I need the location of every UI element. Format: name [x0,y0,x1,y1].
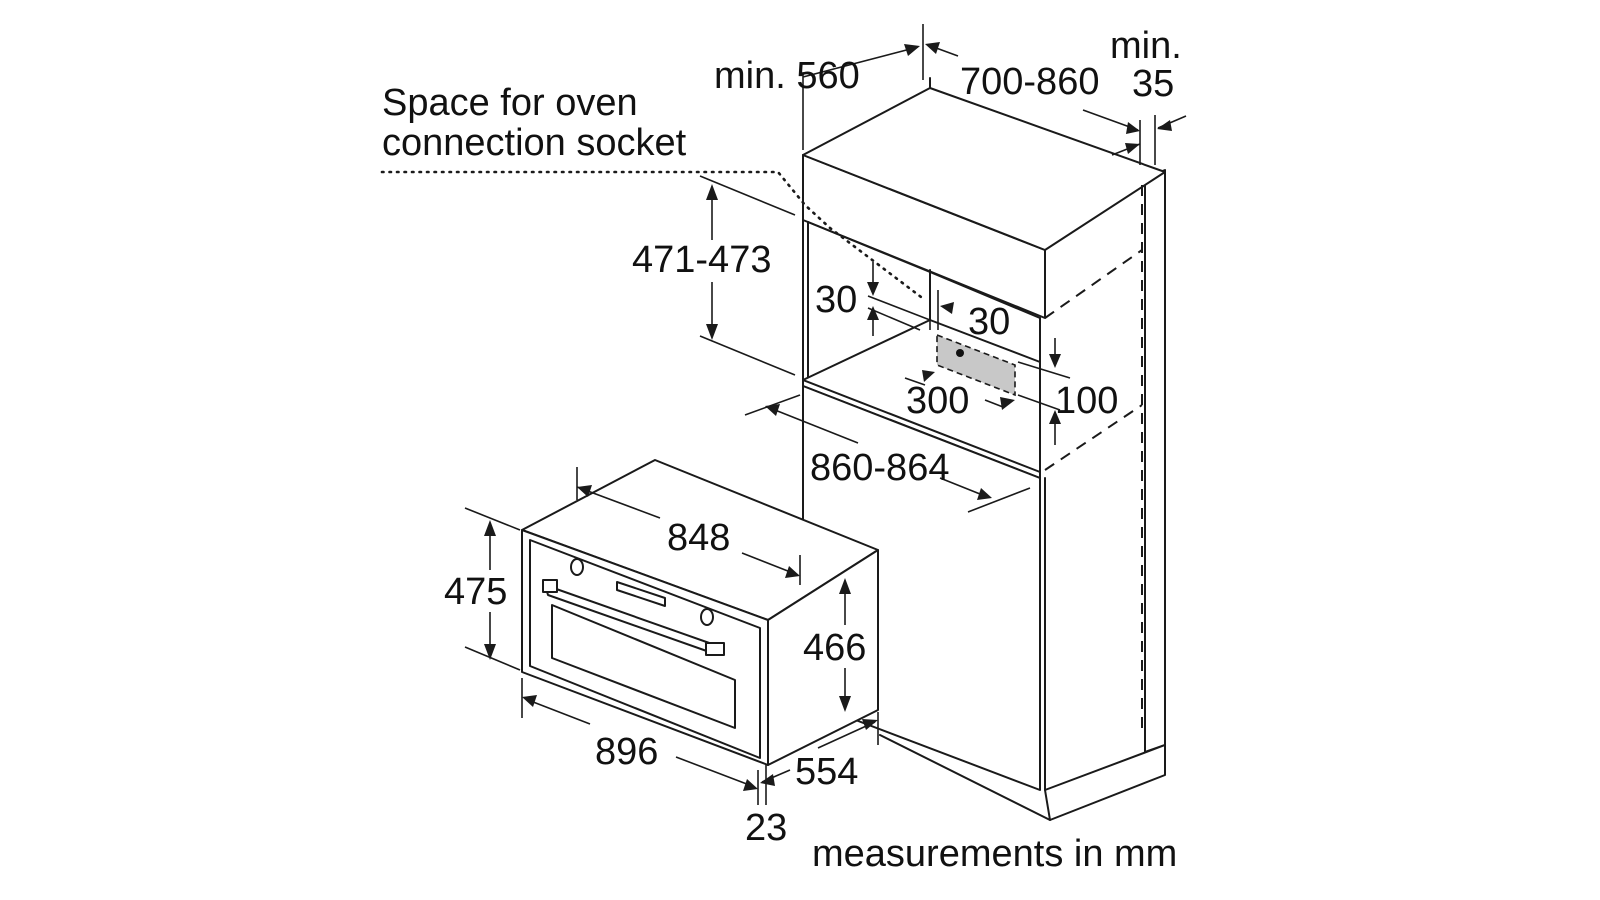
socket-space-label-line1: Space for oven [382,82,638,124]
dim-475: 475 [444,571,507,613]
socket-space-label-line2: connection socket [382,122,687,164]
niche-top-inner-right [929,271,1041,319]
dim-896: 896 [595,731,658,773]
dim-860-864: 860-864 [810,447,949,489]
connection-socket-area [380,170,1016,397]
units-note: measurements in mm [812,833,1177,875]
dim-100: 100 [1055,380,1118,422]
shelf-front-edge [802,379,1041,473]
dim-min-label: min. [1110,25,1182,67]
handle-right-mount [705,642,725,656]
control-display [616,581,666,607]
left-knob-icon [570,558,584,576]
dim-23: 23 [745,807,787,849]
dim-30-left: 30 [815,279,857,321]
dimension-lines [464,24,1187,805]
hidden-bottom-line [1044,404,1143,471]
dim-35: 35 [1132,63,1174,105]
handle-left-mount [542,579,558,593]
right-knob-icon [700,608,714,626]
cabinet-top-upper [802,87,1166,251]
socket-zone [936,333,1016,397]
dim-466: 466 [803,627,866,669]
dim-300: 300 [906,380,969,422]
socket-leader-dotted [380,170,927,302]
dim-848: 848 [667,517,730,559]
dim-min-560: min. 560 [714,55,860,97]
cabinet-plinth [1044,744,1166,821]
dim-554: 554 [795,751,858,793]
niche-top-inner [807,221,931,273]
labels: Space for oven connection socket min. 56… [382,25,1182,875]
oven-front-inner [529,539,761,759]
oven-front-frame [521,529,769,766]
dim-471-473: 471-473 [632,239,771,281]
dim-30-right: 30 [968,301,1010,343]
oven-door-window [551,604,736,729]
cabinet-side-panel [1144,169,1166,753]
socket-point [956,349,964,357]
plinth-floor-line [879,734,1051,821]
hidden-top-line [1044,249,1143,319]
dim-700-860: 700-860 [960,61,1099,103]
